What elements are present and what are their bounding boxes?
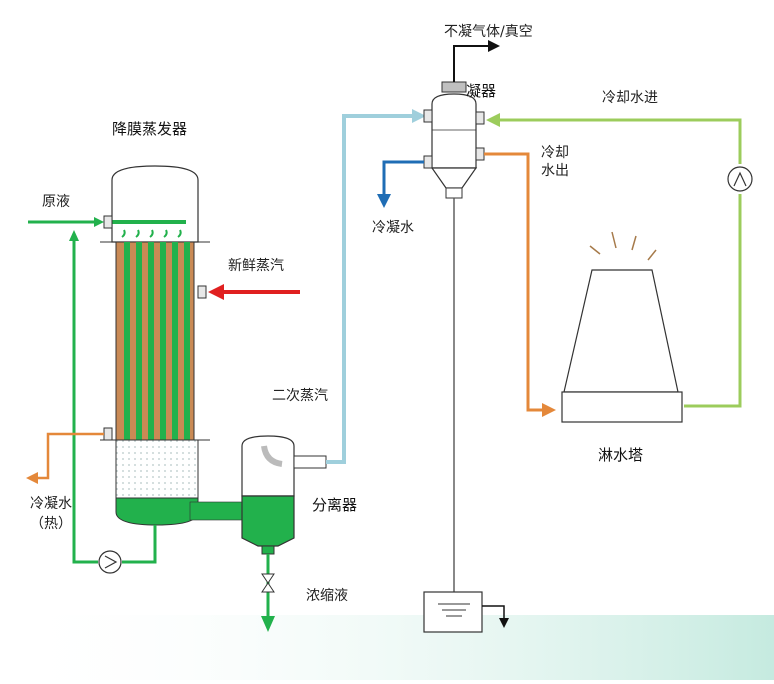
- secondary-steam-line: [326, 109, 426, 464]
- steam-rays: [589, 231, 657, 261]
- hot-condensate-arrow-icon: [26, 472, 38, 484]
- evaporator-bottom-liquid: [115, 497, 199, 526]
- fresh-steam-label: 新鲜蒸汽: [228, 258, 284, 274]
- tank-outlet-arrow-icon: [499, 618, 509, 628]
- feed-label: 原液: [42, 194, 70, 210]
- floor-tint: [0, 615, 774, 680]
- fresh-steam-line: [208, 284, 300, 300]
- hot-well-tank: [423, 591, 509, 633]
- cooling-out-arrow-icon: [542, 403, 556, 417]
- condensate-water-line: [377, 160, 424, 208]
- noncondensable-label: 不凝气体/真空: [444, 24, 533, 40]
- secondary-steam-label: 二次蒸汽: [272, 388, 328, 404]
- feed-line: [28, 217, 157, 574]
- hot-condensate-line: [26, 432, 104, 484]
- cooling-tower-label: 淋水塔: [598, 446, 644, 464]
- evap-separator-pipe: [189, 501, 247, 521]
- evaporator: [100, 165, 210, 526]
- cooling-water-in-line: [486, 113, 753, 408]
- steam-arrow-icon: [208, 284, 224, 300]
- condensate-arrow-icon: [377, 194, 391, 208]
- hot-condensate-label-2: （热）: [30, 516, 72, 532]
- cooling-water-out-line: [484, 152, 556, 417]
- concentrate-label: 浓缩液: [306, 588, 348, 604]
- condenser: [423, 81, 485, 199]
- pump-icon: [98, 550, 122, 574]
- concentrate-arrow-icon: [261, 616, 275, 632]
- cooling-water-in-label: 冷却水进: [602, 90, 658, 106]
- spray-distributor: [108, 220, 186, 238]
- evaporator-title: 降膜蒸发器: [112, 120, 188, 138]
- cooling-tower: [561, 231, 683, 423]
- cooling-water-out-label-2: 水出: [541, 163, 569, 179]
- evaporator-lower-section: [115, 439, 199, 499]
- separator: [241, 435, 327, 555]
- feed-arrow-icon: [94, 217, 104, 227]
- vapor-arrow-icon: [412, 109, 426, 123]
- cooling-water-out-label-1: 冷却: [541, 145, 569, 161]
- condenser-label: 凝器: [466, 82, 497, 100]
- tubes: [124, 242, 190, 440]
- vacuum-arrow-icon: [488, 40, 500, 52]
- separator-label: 分离器: [312, 496, 358, 514]
- valve-icon: [261, 573, 275, 593]
- noncondensable-line: [453, 40, 500, 82]
- condensate-water-label: 冷凝水: [372, 220, 414, 236]
- hot-condensate-label-1: 冷凝水: [30, 496, 72, 512]
- pump-icon: [727, 166, 753, 192]
- cooling-in-arrow-icon: [486, 113, 500, 127]
- recirc-arrow-icon: [69, 230, 79, 241]
- concentrate-line: [261, 554, 275, 632]
